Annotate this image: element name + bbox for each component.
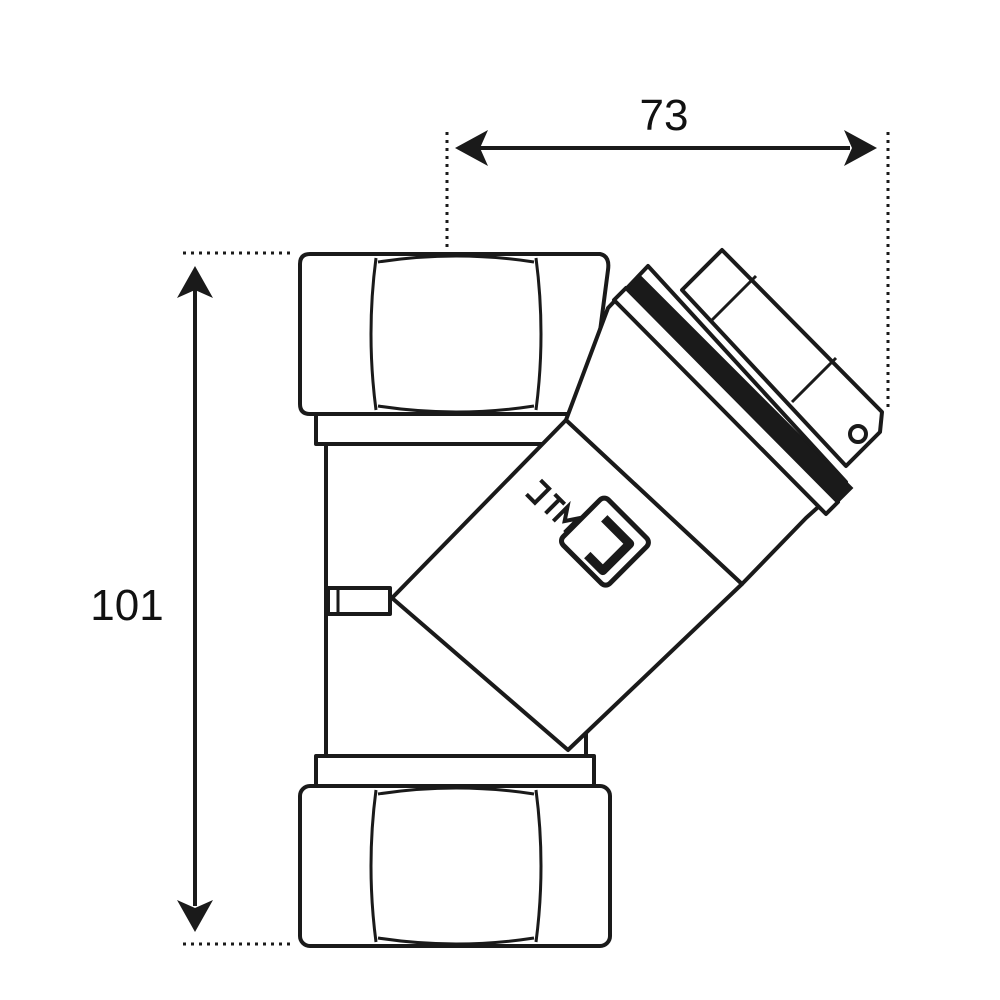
width-dimension: 73 (445, 91, 890, 412)
height-arrow-top (177, 266, 213, 298)
width-dimension-label: 73 (640, 91, 689, 140)
bottom-hex-nut (298, 784, 612, 948)
height-dimension: 101 (90, 251, 292, 946)
brand-logo (525, 478, 651, 588)
top-nut-outline (298, 252, 611, 416)
strainer-cap (564, 264, 848, 586)
cap-rim (612, 286, 840, 516)
top-hex-nut (298, 252, 611, 416)
bottom-nut-outline (298, 784, 612, 948)
height-arrow-bottom (177, 900, 213, 932)
plug-screw (848, 424, 868, 444)
width-arrow-left (455, 130, 488, 166)
end-plug (680, 248, 884, 468)
width-arrow-right (844, 130, 877, 166)
height-dimension-label: 101 (90, 581, 163, 630)
strainer-branch (390, 248, 884, 752)
bottom-collar (314, 754, 596, 788)
